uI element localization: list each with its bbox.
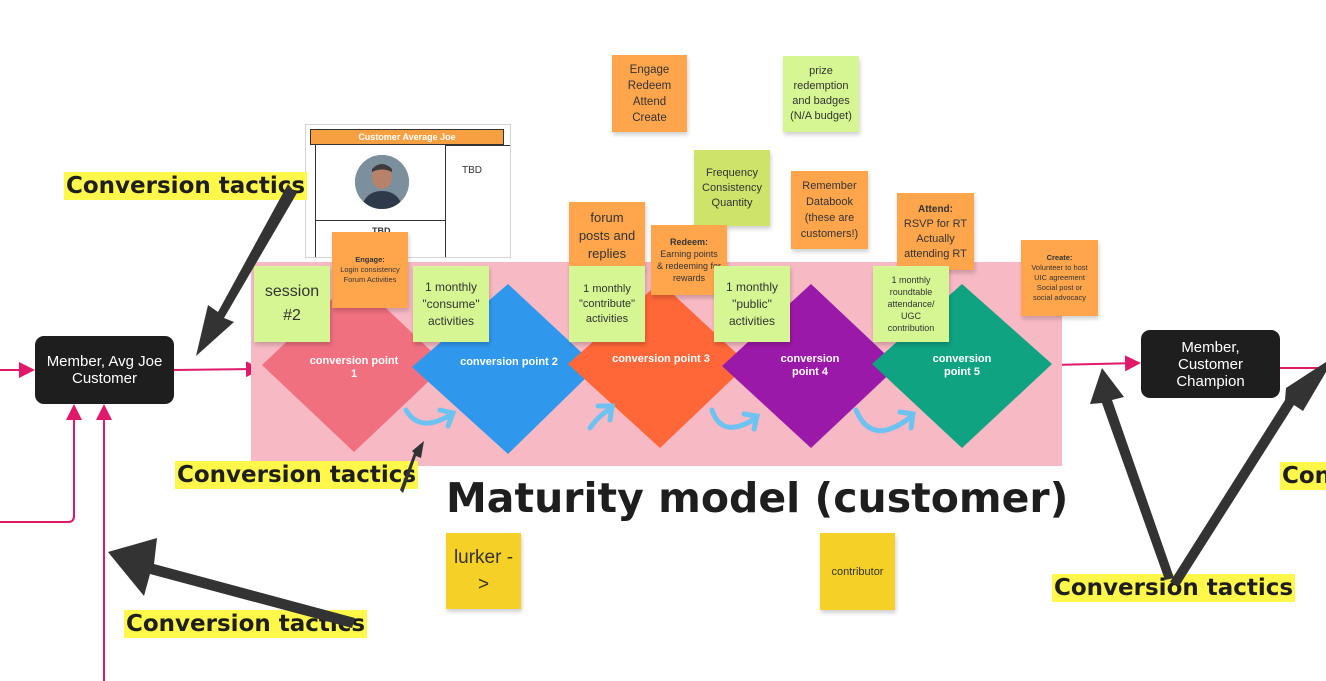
sticky-contributor-text: contributor bbox=[831, 565, 884, 578]
member-champion-box[interactable]: Member, Customer Champion bbox=[1141, 330, 1280, 398]
sticky-lurker-text: lurker -> bbox=[453, 547, 514, 595]
conversion-point-2-label: conversion point 2 bbox=[460, 356, 558, 368]
swoosh-arrow-1 bbox=[403, 407, 457, 429]
conversion-tactics-label-edge[interactable]: Con bbox=[1280, 462, 1326, 490]
sticky-attend-body: RSVP for RT Actually attending RT bbox=[903, 217, 968, 260]
sticky-consume-text: 1 monthly "consume" activities bbox=[422, 279, 480, 328]
sticky-public[interactable]: 1 monthly "public" activities bbox=[714, 266, 790, 342]
conversion-tactics-label-2[interactable]: Conversion tactics bbox=[175, 461, 419, 489]
pointer-arrow-4 bbox=[1090, 368, 1174, 580]
sticky-engage[interactable]: Engage: Login consistency Forum Activiti… bbox=[332, 232, 408, 308]
sticky-contribute[interactable]: 1 monthly "contribute" activities bbox=[569, 266, 645, 342]
conversion-point-3-label: conversion point 3 bbox=[612, 353, 710, 365]
pointer-arrow-5 bbox=[1170, 362, 1326, 586]
sticky-create[interactable]: Create: Volunteer to host UIC agreement … bbox=[1021, 240, 1098, 316]
conversion-point-5-label: conversion point 5 bbox=[932, 353, 992, 378]
sticky-attend-title: Attend: bbox=[918, 203, 953, 215]
sticky-create-body: Volunteer to host UIC agreement Social p… bbox=[1031, 263, 1088, 302]
persona-card-tbd-bottom: TBD bbox=[372, 226, 391, 236]
persona-card-divider bbox=[445, 145, 446, 257]
sticky-frequency[interactable]: Frequency Consistency Quantity bbox=[694, 150, 770, 226]
swoosh-arrow-2 bbox=[587, 403, 615, 431]
sticky-contributor[interactable]: contributor bbox=[820, 533, 895, 610]
sticky-lurker[interactable]: lurker -> bbox=[446, 533, 521, 609]
diamond-conversion-point-4[interactable] bbox=[722, 284, 898, 448]
persona-card-tbd-right: TBD bbox=[462, 165, 482, 176]
diamond-conversion-point-3[interactable] bbox=[568, 282, 748, 448]
persona-card-hline bbox=[315, 220, 446, 221]
pointer-arrow-1 bbox=[196, 184, 297, 356]
sticky-contribute-text: 1 monthly "contribute" activities bbox=[578, 282, 636, 325]
conversion-tactics-label-3[interactable]: Conversion tactics bbox=[124, 610, 368, 638]
member-champion-label: Member, Customer Champion bbox=[1176, 338, 1245, 390]
persona-avatar bbox=[355, 155, 409, 209]
sticky-remember-text: Remember Databook (these are customers!) bbox=[800, 180, 859, 240]
member-avg-joe-box[interactable]: Member, Avg Joe Customer bbox=[35, 336, 174, 404]
sticky-prize-text: prize redemption and badges (N/A budget) bbox=[790, 65, 852, 122]
sticky-engage-body: Login consistency Forum Activities bbox=[340, 265, 400, 284]
connector-box-to-band bbox=[173, 361, 262, 378]
sticky-public-text: 1 monthly "public" activities bbox=[725, 279, 779, 328]
pointer-arrow-2 bbox=[400, 441, 424, 493]
sticky-attend[interactable]: Attend: RSVP for RT Actually attending R… bbox=[897, 193, 974, 270]
swoosh-arrow-4 bbox=[853, 407, 916, 434]
sticky-session-text: session #2 bbox=[264, 283, 320, 324]
persona-card[interactable]: Customer Average Joe TBD TBD bbox=[305, 124, 511, 258]
sticky-remember[interactable]: Remember Databook (these are customers!) bbox=[791, 171, 868, 249]
conversion-tactics-label-1[interactable]: Conversion tactics bbox=[64, 172, 308, 200]
sticky-engage-title: Engage: bbox=[355, 255, 385, 264]
connector-band-to-box bbox=[1051, 355, 1141, 372]
sticky-consume[interactable]: 1 monthly "consume" activities bbox=[413, 266, 489, 342]
sticky-frequency-text: Frequency Consistency Quantity bbox=[702, 166, 762, 209]
sticky-roundtable-text: 1 monthly roundtable attendance/ UGC con… bbox=[887, 275, 935, 333]
persona-card-top-right-line bbox=[445, 145, 510, 146]
sticky-redeem-body: Earning points & redeeming for rewards bbox=[656, 249, 722, 283]
sticky-redeem-title: Redeem: bbox=[669, 237, 708, 247]
sticky-create-title: Create: bbox=[1046, 253, 1073, 262]
member-avg-joe-label: Member, Avg Joe Customer bbox=[46, 353, 163, 387]
swoosh-arrow-3 bbox=[709, 407, 761, 432]
sticky-engage-redeem-text: Engage Redeem Attend Create bbox=[627, 63, 672, 124]
persona-avatar-image bbox=[355, 155, 409, 209]
sticky-engage-redeem[interactable]: Engage Redeem Attend Create bbox=[612, 55, 687, 132]
conversion-point-1-label: conversion point 1 bbox=[309, 355, 399, 380]
pointer-arrow-3 bbox=[108, 538, 355, 628]
persona-card-header: Customer Average Joe bbox=[310, 129, 504, 145]
sticky-roundtable[interactable]: 1 monthly roundtable attendance/ UGC con… bbox=[873, 266, 949, 342]
diamond-conversion-point-2[interactable] bbox=[412, 284, 597, 454]
connector-loop-1 bbox=[0, 404, 82, 523]
conversion-point-4-label: conversion point 4 bbox=[780, 353, 840, 378]
sticky-session[interactable]: session #2 bbox=[254, 266, 330, 342]
persona-card-left-border bbox=[315, 145, 316, 257]
sticky-prize[interactable]: prize redemption and badges (N/A budget) bbox=[783, 56, 859, 132]
diagram-title: Maturity model (customer) bbox=[446, 474, 1069, 522]
sticky-forum-text: forum posts and replies bbox=[578, 210, 636, 261]
sticky-forum[interactable]: forum posts and replies bbox=[569, 202, 645, 270]
